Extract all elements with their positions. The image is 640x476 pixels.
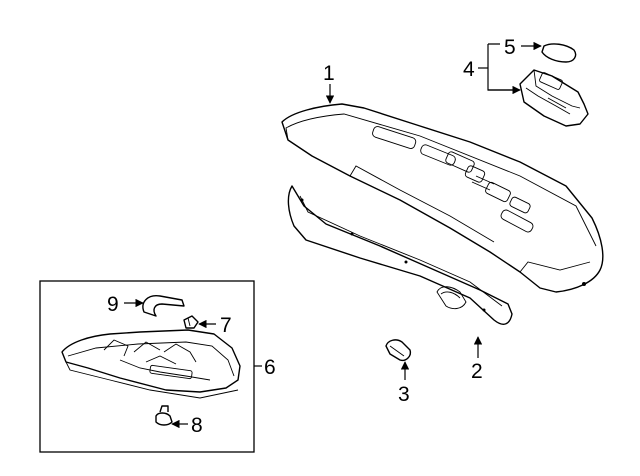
part-1-upper-trim-panel [281, 103, 604, 293]
callout-7: 7 [220, 314, 232, 337]
callout-2: 2 [471, 360, 483, 383]
part-8-screw [155, 405, 173, 426]
part-7-nut [183, 315, 199, 329]
callout-4: 4 [463, 58, 475, 81]
part-5-lens [541, 43, 577, 63]
part-3-cap [385, 339, 412, 362]
part-6-tray-panel [61, 329, 241, 399]
part-9-clip [142, 295, 185, 317]
callout-6: 6 [264, 356, 276, 379]
callout-8: 8 [191, 414, 203, 437]
callout-1: 1 [323, 62, 335, 85]
callout-5: 5 [504, 36, 516, 59]
callout-3: 3 [398, 383, 410, 406]
callout-9: 9 [107, 293, 119, 316]
part-4-lamp-housing [519, 69, 589, 127]
part-2-lower-trim-strip [287, 185, 513, 325]
